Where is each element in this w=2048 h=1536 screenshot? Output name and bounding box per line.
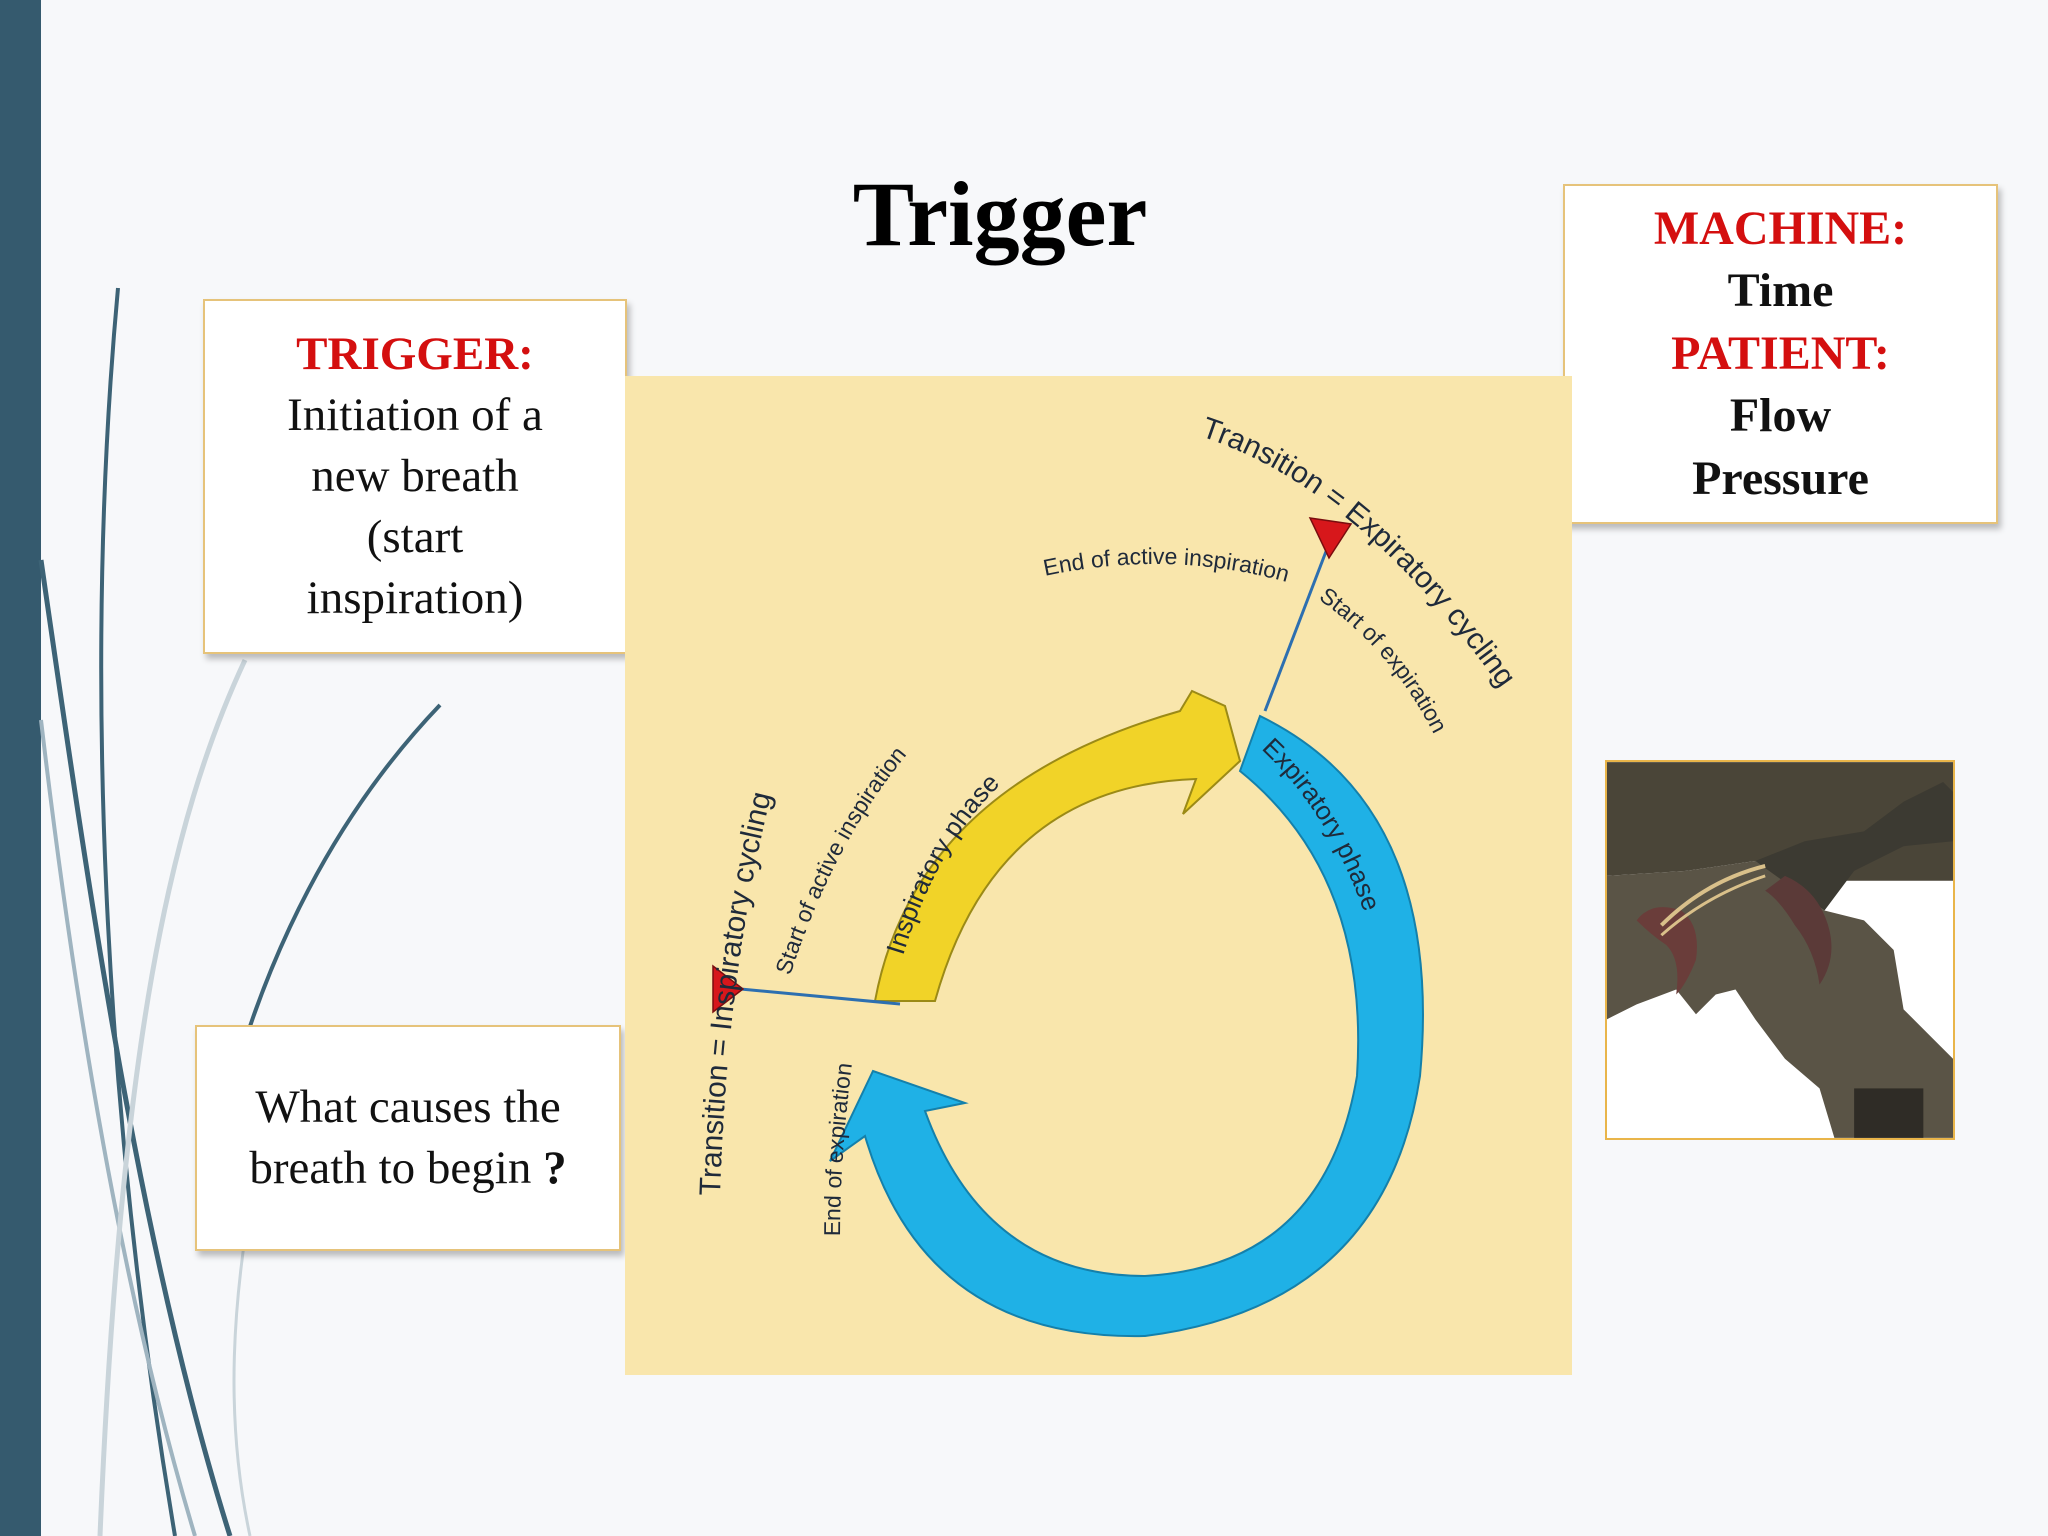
breath-cycle-diagram: Transition = Expiratory cycling End of a… — [625, 376, 1572, 1375]
inspiratory-phase-arrow — [873, 689, 1242, 1002]
trigger-line: Initiation of a — [287, 388, 543, 441]
trigger-heading: TRIGGER: — [296, 327, 534, 380]
diagram-background — [625, 376, 1572, 1375]
patient-value: Flow — [1729, 389, 1832, 443]
question-mark: ? — [543, 1142, 567, 1194]
page-title: Trigger — [852, 163, 1148, 265]
machine-label: MACHINE: — [1653, 202, 1908, 256]
question-box: What causes the breath to begin ? — [195, 1025, 621, 1251]
machine-value: Time — [1727, 264, 1834, 318]
trigger-line: (start — [366, 511, 464, 564]
trigger-line: inspiration) — [306, 572, 524, 625]
expiratory-transition-marker — [1308, 517, 1353, 560]
trigger-line: new breath — [311, 449, 519, 502]
left-accent-bar — [0, 0, 41, 1536]
question-line-wrapper: breath to begin ? — [197, 1138, 619, 1199]
question-line: What causes the — [255, 1080, 561, 1133]
inspiratory-transition-marker — [712, 964, 745, 1014]
trigger-definition-box: TRIGGER: Initiation of a new breath (sta… — [203, 299, 627, 654]
trigger-types-box: MACHINE: Time PATIENT: Flow Pressure — [1563, 184, 1998, 524]
question-line: breath to begin — [249, 1142, 532, 1194]
expiratory-transition-line — [1263, 540, 1332, 712]
trigger-mechanism-photo — [1605, 760, 1955, 1140]
patient-label: PATIENT: — [1671, 326, 1890, 380]
expiratory-phase-arrow — [829, 714, 1424, 1338]
patient-value: Pressure — [1692, 451, 1869, 505]
inspiratory-transition-line — [729, 986, 901, 1006]
